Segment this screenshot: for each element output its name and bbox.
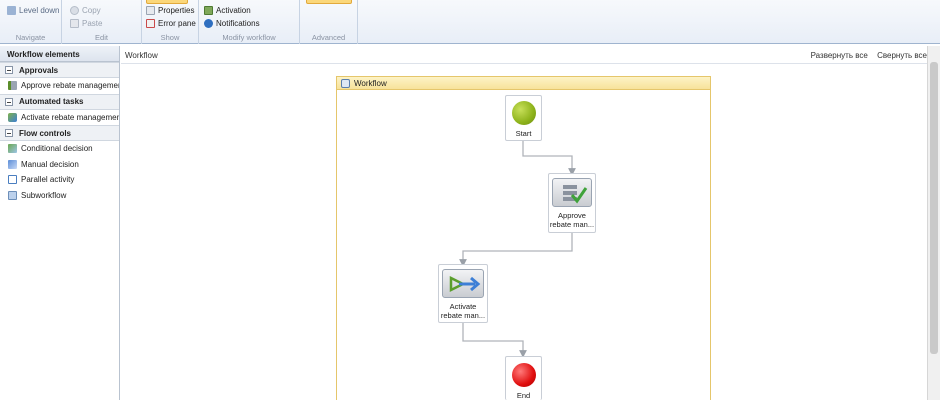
advanced-highlight-button[interactable] [306,0,352,4]
conditional-decision-icon [8,144,17,154]
modify-workflow-group-label: Modify workflow [222,33,276,42]
element-subworkflow[interactable]: Subworkflow [0,188,119,204]
parallel-activity-icon [8,175,17,185]
level-down-button[interactable]: Level down [7,6,59,15]
properties-button[interactable]: Properties [146,6,194,15]
expand-collapse-links: Развернуть все Свернуть все [804,51,927,60]
error-pane-button[interactable]: Error pane [146,19,196,28]
approval-check-icon [563,185,588,204]
navigate-group: Level down Navigate [0,0,62,44]
show-group-label: Show [160,33,180,42]
properties-icon [146,6,155,15]
workflow-elements-pane: Workflow elements Approvals Approve reba… [0,46,120,400]
show-group: Properties Error pane Show [142,0,199,44]
connector-start-approve [522,141,576,176]
paste-icon [70,19,79,28]
end-node[interactable]: End [505,356,542,400]
manual-decision-icon [8,159,17,169]
activation-button[interactable]: Activation [204,6,251,15]
element-approve-rebate[interactable]: Approve rebate management [0,78,119,94]
workflow-icon [341,78,350,88]
automated-task-icon [8,112,17,122]
element-activate-rebate[interactable]: Activate rebate management d [0,110,119,126]
collapse-icon [5,129,13,137]
collapse-all-link[interactable]: Свернуть все [877,51,927,60]
scrollbar-thumb[interactable] [930,62,938,354]
info-icon [204,19,213,28]
breadcrumb: Workflow [125,51,158,60]
activate-arrow-icon [449,275,481,293]
connector-activate-end [462,323,527,358]
advanced-group: Advanced [300,0,358,44]
pane-title: Workflow elements [0,46,119,62]
approval-icon [8,81,17,91]
ribbon: Level down Navigate Copy Paste Edit Prop… [0,0,940,44]
activation-icon [204,6,213,15]
activate-rebate-node[interactable]: Activate rebate man... [438,264,488,323]
error-pane-icon [146,19,155,28]
copy-icon [70,6,79,15]
approve-rebate-node[interactable]: Approve rebate man... [548,173,596,233]
collapse-icon [5,66,13,74]
category-approvals[interactable]: Approvals [0,62,119,78]
approval-task-icon [552,178,592,207]
workflow-header: Workflow [337,77,710,90]
edit-group-label: Edit [95,33,108,42]
element-manual-decision[interactable]: Manual decision [0,157,119,173]
start-node[interactable]: Start [505,95,542,141]
canvas-toolbar: Workflow Развернуть все Свернуть все [121,46,927,64]
copy-button[interactable]: Copy [70,6,101,15]
navigate-group-label: Navigate [15,33,46,42]
edit-group: Copy Paste Edit [62,0,142,44]
vertical-scrollbar[interactable] [927,46,940,400]
expand-all-link[interactable]: Развернуть все [810,51,868,60]
connector-approve-activate [459,233,573,267]
end-icon [512,363,536,387]
subworkflow-icon [8,190,17,200]
start-icon [512,101,536,125]
modify-workflow-group: Activation Notifications Modify workflow [199,0,300,44]
show-highlight-button[interactable] [146,0,188,4]
level-down-icon [7,6,16,15]
collapse-icon [5,97,13,106]
automated-task-node-icon [442,269,484,298]
notifications-button[interactable]: Notifications [204,19,260,28]
category-flow-controls[interactable]: Flow controls [0,125,119,141]
element-conditional-decision[interactable]: Conditional decision [0,141,119,157]
category-automated-tasks[interactable]: Automated tasks [0,93,119,110]
paste-button[interactable]: Paste [70,19,102,28]
advanced-group-label: Advanced [311,33,346,42]
element-parallel-activity[interactable]: Parallel activity [0,172,119,188]
